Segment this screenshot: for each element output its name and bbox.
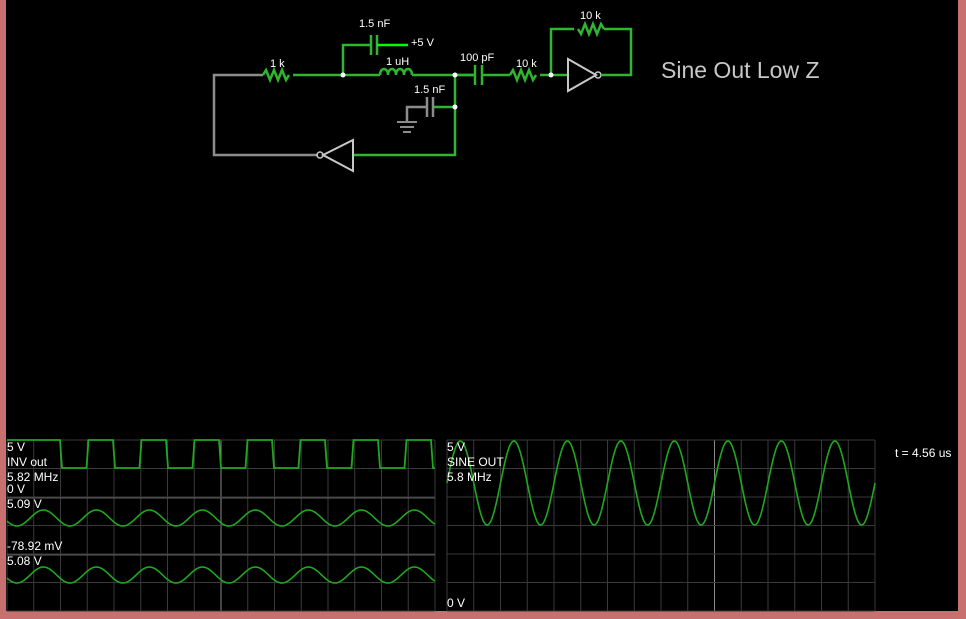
node-dot (548, 72, 554, 78)
node-dot (340, 72, 346, 78)
capacitor-top[interactable] (369, 35, 379, 55)
scope-left-freq: 5.82 MHz (7, 470, 59, 484)
label-r-feedback: 10 k (580, 10, 601, 22)
wire-out (601, 27, 633, 77)
scope-left-trace2-top: 5.09 V (7, 497, 42, 511)
wire-ctop (341, 43, 371, 75)
wire-to-inverter (353, 107, 457, 157)
circuit-title: Sine Out Low Z (661, 57, 820, 83)
inductor-1uh[interactable] (378, 67, 414, 76)
label-r-input: 1 k (270, 58, 285, 70)
label-supply: +5 V (411, 37, 434, 49)
output-inverter[interactable] (567, 57, 599, 93)
trace3-sine (6, 566, 436, 584)
node-dot (452, 104, 458, 110)
capacitor-couple[interactable] (473, 65, 484, 85)
inv-out-square-trace (7, 439, 435, 469)
label-c-top: 1.5 nF (359, 18, 391, 30)
circuit-schematic[interactable] (212, 20, 633, 173)
scope-right-trace-name: SINE OUT (447, 455, 504, 469)
scope-right[interactable] (446, 439, 876, 612)
scope-left-zero-label: 0 V (7, 482, 26, 496)
node-dot (452, 72, 458, 78)
scope-right-freq: 5.8 MHz (447, 470, 492, 484)
label-c-shunt: 1.5 nF (414, 84, 446, 96)
scope-left-trace-name: INV out (7, 455, 48, 469)
resistor-1k[interactable] (261, 66, 291, 84)
scope-left-trace3-top: 5.08 V (7, 554, 42, 568)
trace2-sine (6, 509, 436, 527)
scope-left-trace2-bottom: -78.92 mV (7, 539, 63, 553)
capacitor-shunt[interactable] (425, 97, 435, 117)
left-border (0, 0, 6, 619)
time-readout: t = 4.56 us (895, 446, 952, 460)
scope-left[interactable] (6, 439, 436, 612)
scope-left-top-label: 5 V (7, 440, 26, 454)
wire-fb (549, 27, 574, 75)
bottom-border (0, 611, 966, 619)
label-r-series: 10 k (516, 58, 537, 70)
sine-out-trace (446, 440, 876, 526)
wire-ground (405, 105, 427, 122)
feedback-wire[interactable] (212, 73, 318, 157)
inverter-gate[interactable] (320, 138, 354, 173)
resistor-10k-feedback[interactable] (576, 20, 606, 38)
scope-right-zero-label: 0 V (447, 596, 466, 610)
resistor-10k-series[interactable] (508, 66, 538, 84)
label-inductor: 1 uH (386, 56, 410, 68)
scope-right-top-label: 5 V (447, 440, 466, 454)
right-border (958, 0, 966, 619)
label-c-couple: 100 pF (460, 52, 495, 64)
inverter-bubble (316, 151, 324, 159)
ground-icon (397, 121, 417, 133)
